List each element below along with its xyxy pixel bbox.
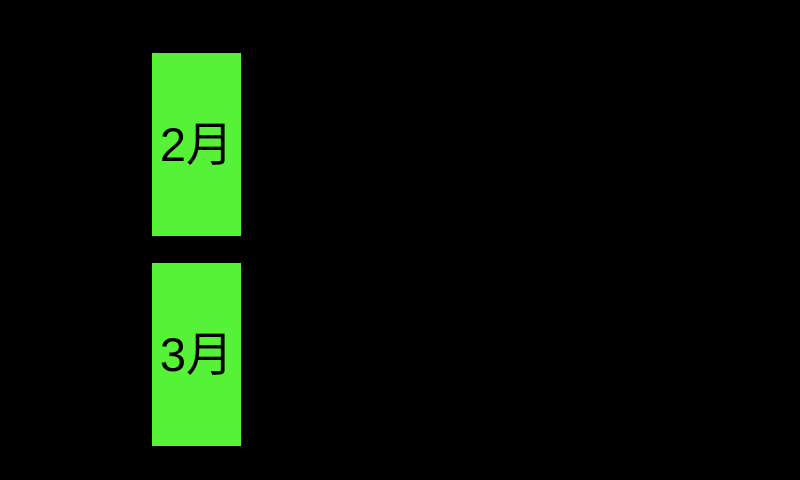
month-button-february[interactable]: 2月 [152, 53, 241, 236]
month-button-march[interactable]: 3月 [152, 263, 241, 446]
month-button-february-label: 2月 [159, 118, 234, 171]
month-button-march-label: 3月 [159, 328, 234, 381]
